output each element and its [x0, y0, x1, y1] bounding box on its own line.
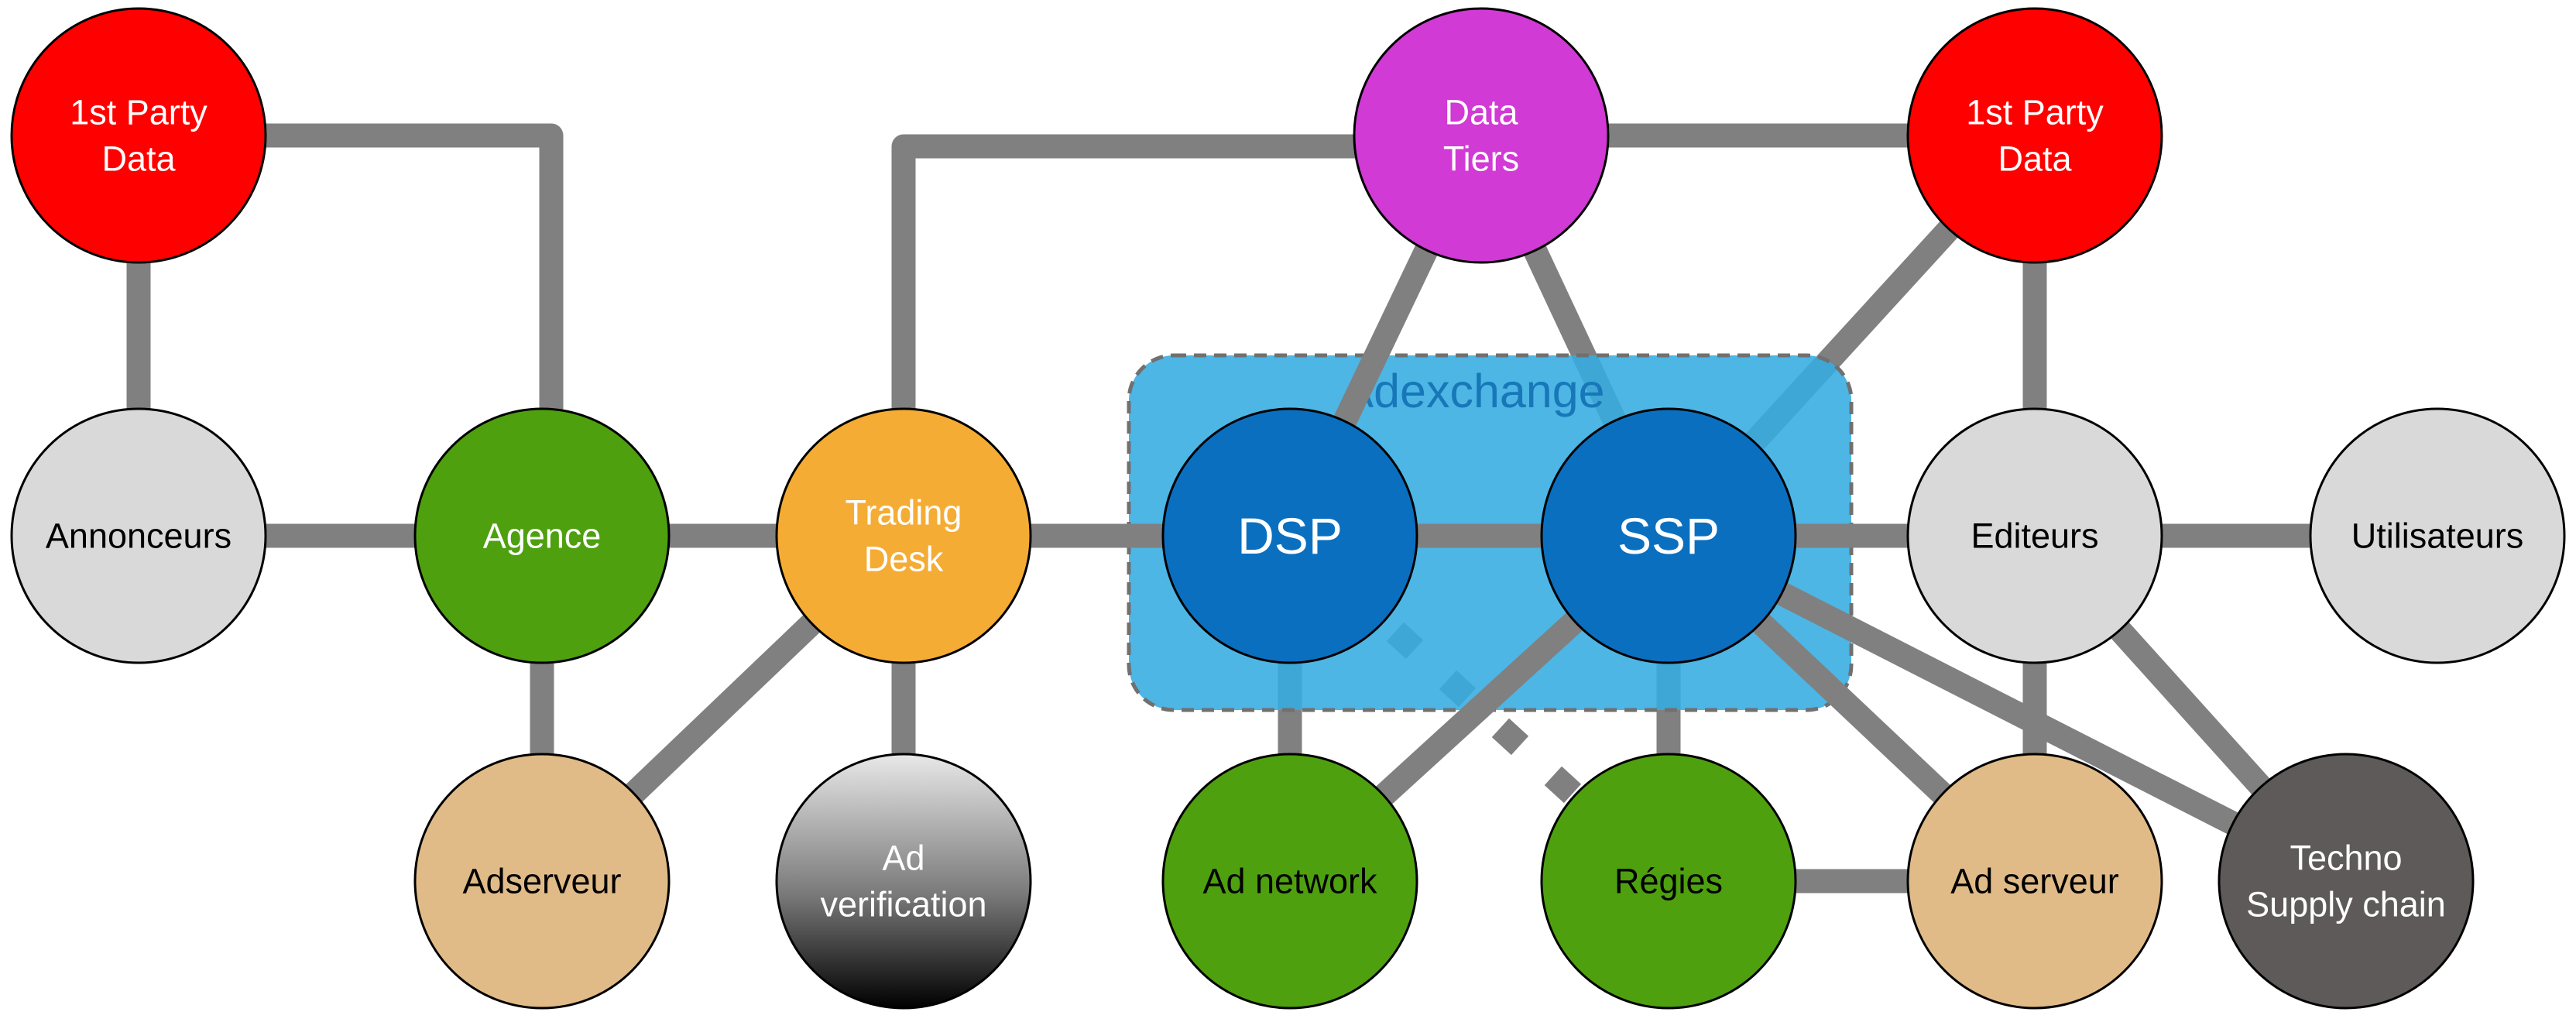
node-utilisateurs: Utilisateurs — [2309, 407, 2566, 664]
node-annonceurs: Annonceurs — [10, 407, 267, 664]
node-label-party-data-right: Data — [1998, 139, 2072, 179]
node-label-regies: Régies — [1614, 862, 1723, 901]
node-circle-ad-serveur — [1906, 753, 2163, 1010]
node-circle-ssp — [1540, 407, 1797, 664]
node-circle-trading-desk — [775, 407, 1032, 664]
node-ad-verification: Ad verification — [775, 753, 1032, 1010]
node-label-dsp: DSP — [1237, 507, 1343, 564]
node-label-data-tiers: Tiers — [1443, 139, 1519, 179]
node-ad-network: Ad network — [1161, 753, 1418, 1010]
node-label-party-data-left: Data — [101, 139, 176, 179]
node-label-agence: Agence — [483, 516, 602, 556]
node-circle-annonceurs — [10, 407, 267, 664]
node-agence: Agence — [413, 407, 671, 664]
node-circle-agence — [413, 407, 671, 664]
node-circle-data-tiers — [1353, 7, 1610, 264]
node-label-ad-network: Ad network — [1202, 862, 1377, 901]
node-circle-ad-network — [1161, 753, 1418, 1010]
node-circle-regies — [1540, 753, 1797, 1010]
node-label-data-tiers: Data — [1444, 93, 1518, 132]
node-circle-ad-verification — [775, 753, 1032, 1010]
node-label-techno-supply-chain: Supply chain — [2246, 885, 2446, 924]
node-circle-techno-supply-chain — [2218, 753, 2475, 1010]
node-ssp: SSP — [1540, 407, 1797, 664]
node-circle-utilisateurs — [2309, 407, 2566, 664]
node-label-ad-verification: Ad — [882, 839, 924, 878]
node-label-party-data-right: 1st Party — [1966, 93, 2104, 132]
node-adserveur: Adserveur — [413, 753, 671, 1010]
node-label-editeurs: Editeurs — [1971, 516, 2098, 556]
adexchange-label: Adexchange — [1342, 365, 1604, 417]
node-circle-adserveur — [413, 753, 671, 1010]
node-label-utilisateurs: Utilisateurs — [2351, 516, 2524, 556]
connector-trading-desk-to-data-tiers — [891, 134, 1481, 536]
node-regies: Régies — [1540, 753, 1797, 1010]
node-ad-serveur: Ad serveur — [1906, 753, 2163, 1010]
node-label-trading-desk: Desk — [864, 540, 944, 579]
node-label-trading-desk: Trading — [846, 493, 962, 533]
node-dsp: DSP — [1161, 407, 1418, 664]
node-label-annonceurs: Annonceurs — [46, 516, 232, 556]
node-label-party-data-left: 1st Party — [70, 93, 208, 132]
node-circle-party-data-left — [10, 7, 267, 264]
node-circle-dsp — [1161, 407, 1418, 664]
node-circle-party-data-right — [1906, 7, 2163, 264]
node-label-ssp: SSP — [1617, 507, 1720, 564]
node-editeurs: Editeurs — [1906, 407, 2163, 664]
node-label-ad-serveur: Ad serveur — [1950, 862, 2119, 901]
node-label-ad-verification: verification — [820, 885, 986, 924]
node-label-adserveur: Adserveur — [462, 862, 621, 901]
node-circle-editeurs — [1906, 407, 2163, 664]
node-label-techno-supply-chain: Techno — [2290, 839, 2402, 878]
connector-party-data-left-to-agence — [139, 123, 564, 536]
